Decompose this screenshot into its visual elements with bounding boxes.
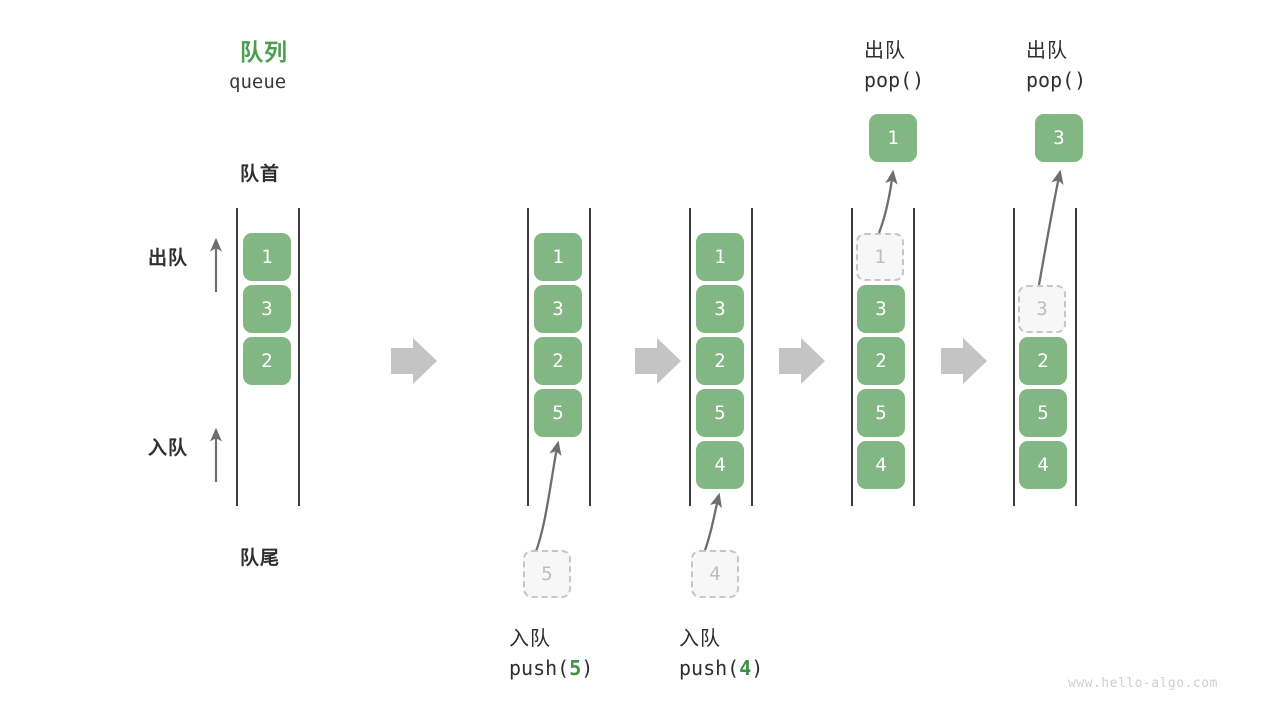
code-prefix: push( bbox=[509, 656, 570, 680]
step-caption-code: push(4) bbox=[679, 656, 763, 680]
watermark: www.hello-algo.com bbox=[1068, 676, 1218, 691]
page-title-cn: 队列 bbox=[240, 40, 288, 66]
queue-rail-left bbox=[236, 208, 238, 506]
queue-cell: 3 bbox=[696, 285, 744, 333]
queue-rail-right bbox=[1075, 208, 1077, 506]
front-label: 队首 bbox=[240, 163, 281, 185]
step-arrow-3 bbox=[779, 338, 825, 384]
queue-cell: 4 bbox=[1019, 441, 1067, 489]
pop-result-cn: 出队 bbox=[864, 38, 906, 62]
queue-cell: 2 bbox=[1019, 337, 1067, 385]
queue-cell: 1 bbox=[696, 233, 744, 281]
step-caption-code: push(5) bbox=[509, 656, 593, 680]
push-arrow-4 bbox=[701, 492, 722, 557]
code-prefix: push( bbox=[679, 656, 740, 680]
popped-cell: 3 bbox=[1035, 114, 1083, 162]
queue-cell: 3 bbox=[243, 285, 291, 333]
queue-cell: 1 bbox=[534, 233, 582, 281]
page-title-en: queue bbox=[229, 71, 287, 93]
queue-cell: 4 bbox=[696, 441, 744, 489]
code-suffix: ) bbox=[751, 656, 764, 680]
pop-arrow-3 bbox=[1037, 169, 1064, 286]
queue-cell: 5 bbox=[857, 389, 905, 437]
queue-cell: 5 bbox=[534, 389, 582, 437]
dequeue-direction-label: 出队 bbox=[148, 247, 189, 269]
queue-cell: 2 bbox=[696, 337, 744, 385]
code-suffix: ) bbox=[581, 656, 594, 680]
step-arrow-1 bbox=[391, 338, 437, 384]
queue-rail-left bbox=[851, 208, 853, 506]
queue-rail-left bbox=[1013, 208, 1015, 506]
pop-result-cn: 出队 bbox=[1026, 38, 1068, 62]
step-caption-cn: 入队 bbox=[509, 626, 551, 650]
queue-cell: 2 bbox=[857, 337, 905, 385]
queue-rail-left bbox=[689, 208, 691, 506]
step-arrow-4 bbox=[941, 338, 987, 384]
queue-rail-left bbox=[527, 208, 529, 506]
popped-cell: 1 bbox=[869, 114, 917, 162]
rear-label: 队尾 bbox=[240, 547, 281, 569]
code-value: 4 bbox=[739, 656, 752, 680]
popped-ghost-cell: 3 bbox=[1018, 285, 1066, 333]
queue-rail-right bbox=[298, 208, 300, 506]
pop-result-code: pop() bbox=[1026, 68, 1087, 92]
queue-rail-right bbox=[751, 208, 753, 506]
enqueue-direction-label: 入队 bbox=[148, 437, 189, 459]
queue-rail-right bbox=[913, 208, 915, 506]
step-caption-cn: 入队 bbox=[679, 626, 721, 650]
queue-cell: 1 bbox=[243, 233, 291, 281]
queue-cell: 5 bbox=[696, 389, 744, 437]
step-arrow-2 bbox=[635, 338, 681, 384]
queue-rail-right bbox=[589, 208, 591, 506]
push-arrow-5 bbox=[532, 440, 562, 557]
queue-cell: 4 bbox=[857, 441, 905, 489]
queue-cell: 2 bbox=[243, 337, 291, 385]
queue-cell: 2 bbox=[534, 337, 582, 385]
queue-cell: 3 bbox=[857, 285, 905, 333]
pop-arrow-1 bbox=[877, 169, 898, 234]
incoming-ghost-cell: 5 bbox=[523, 550, 571, 598]
incoming-ghost-cell: 4 bbox=[691, 550, 739, 598]
queue-cell: 5 bbox=[1019, 389, 1067, 437]
queue-cell: 3 bbox=[534, 285, 582, 333]
pop-result-code: pop() bbox=[864, 68, 925, 92]
popped-ghost-cell: 1 bbox=[856, 233, 904, 281]
code-value: 5 bbox=[569, 656, 582, 680]
